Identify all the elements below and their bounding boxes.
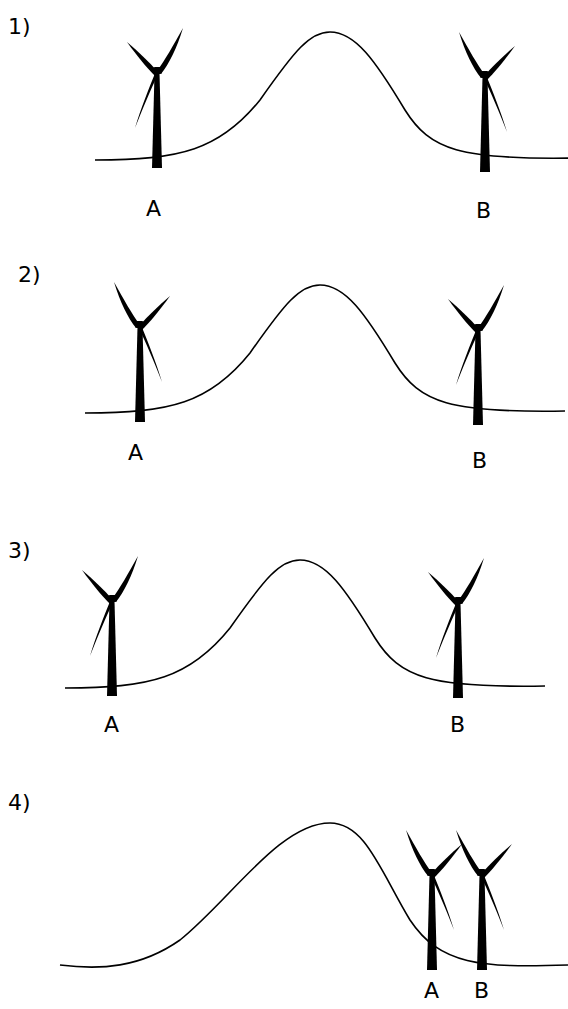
panel-number: 1) [8,14,31,40]
hill-curve [85,285,565,413]
turbine-label: B [474,978,489,1004]
turbine-label: A [424,978,439,1004]
turbine-label: B [472,448,487,474]
turbine-label: B [450,712,465,738]
panel-number: 4) [8,790,31,816]
panel-number: 2) [18,262,41,288]
wind-turbine [448,285,504,425]
turbine-label: B [476,198,491,224]
turbine-label: A [146,196,161,222]
wind-turbine [82,556,138,696]
turbine-label: A [104,712,119,738]
turbine-label: A [128,440,143,466]
wind-turbine [428,558,484,698]
wind-turbine [114,282,170,422]
wind-turbine [406,830,462,970]
panel-number: 3) [8,538,31,564]
wind-turbine [456,830,512,970]
hill-curve [95,32,568,160]
wind-turbine [459,32,515,172]
wind-turbine [127,28,183,168]
